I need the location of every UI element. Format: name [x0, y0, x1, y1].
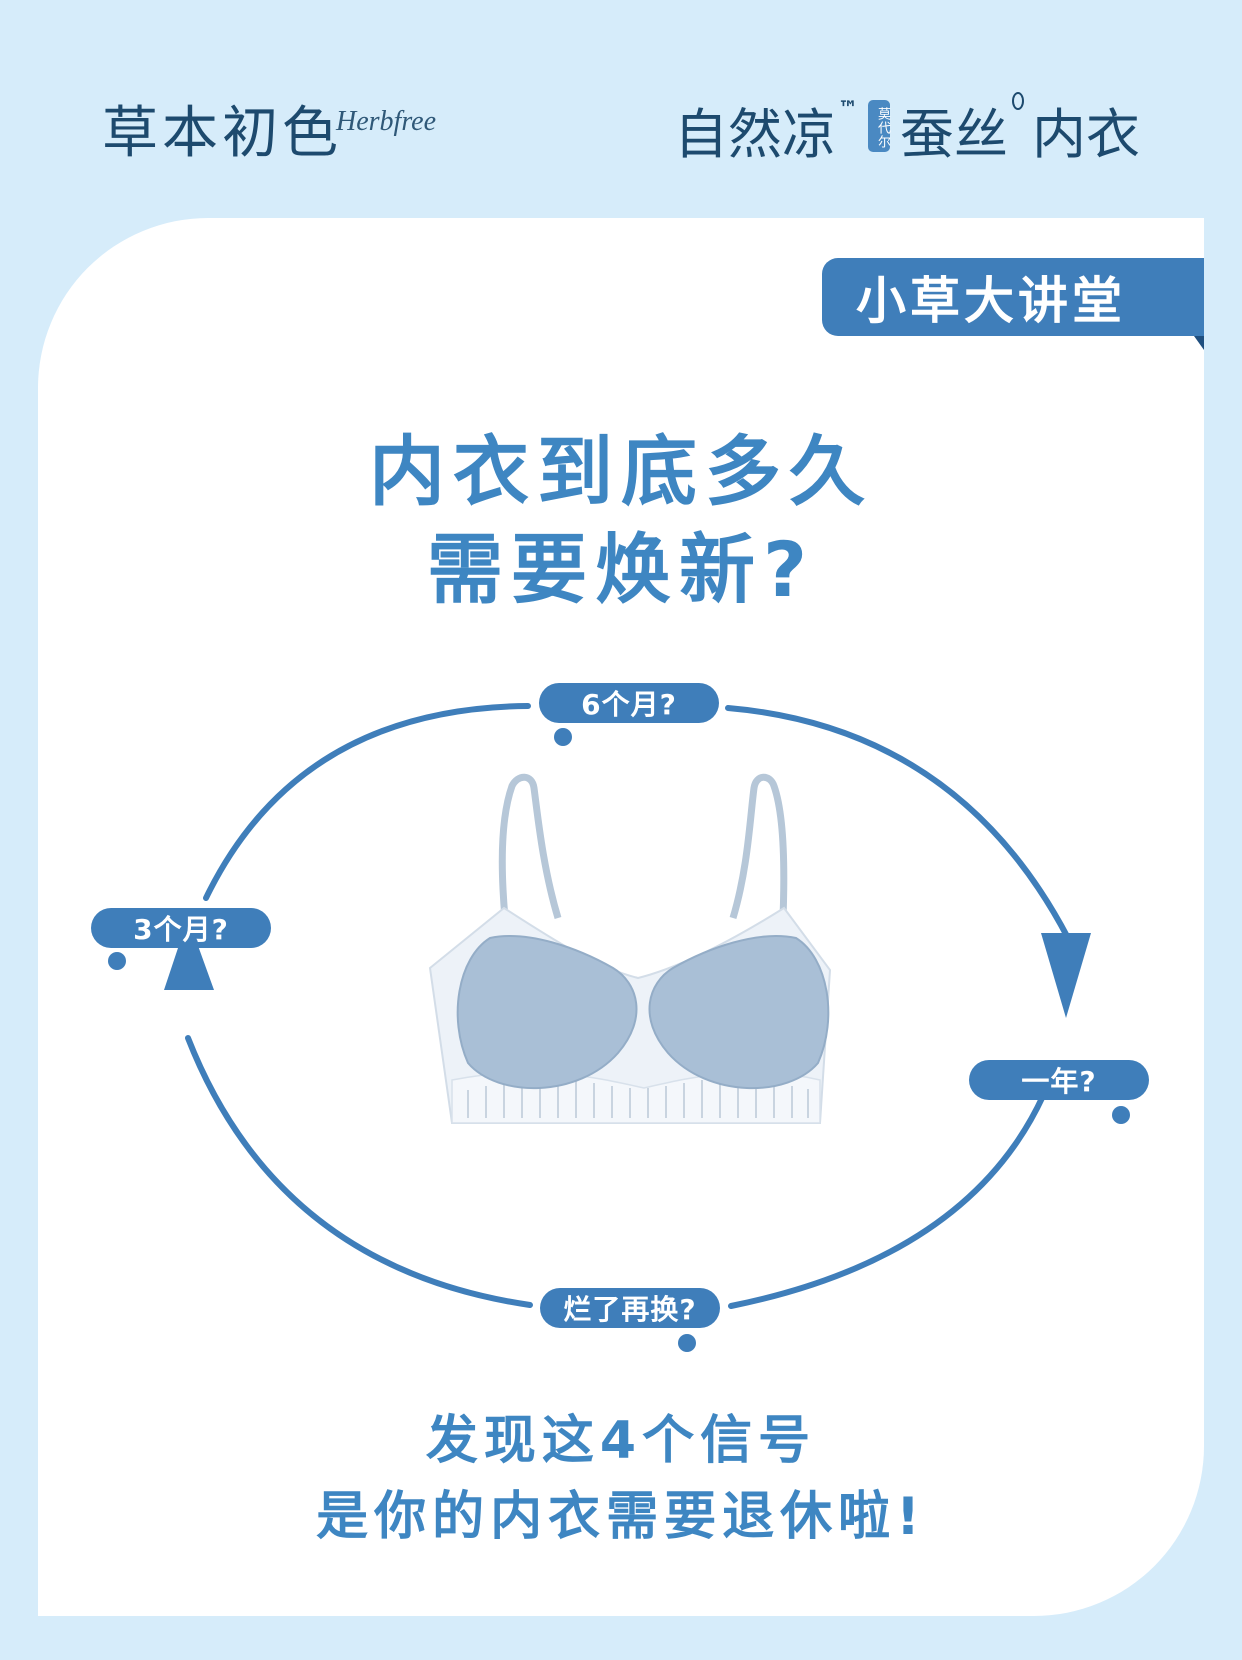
right-label-pill: 一年? — [969, 1060, 1149, 1100]
title-line2: 需要焕新? — [426, 525, 816, 614]
product-name: 自然凉 ™ 莫代尔 蚕丝 内衣 — [674, 90, 1140, 169]
cycle-arc-top-right — [725, 705, 1071, 941]
left-label-dot — [108, 952, 126, 970]
title-line1: 内衣到底多久 — [369, 427, 873, 516]
product-name-part3: 内衣 — [1032, 103, 1140, 166]
cycle-arc-bottom-right — [728, 1093, 1046, 1309]
top-label: 6个月? — [581, 688, 677, 721]
left-label: 3个月? — [133, 913, 229, 946]
left-label-pill: 3个月? — [91, 908, 271, 948]
cycle-arc-top-left — [203, 703, 531, 901]
bra-illustration — [428, 773, 832, 1124]
content-card: 小草大讲堂 内衣到底多久 需要焕新? — [38, 218, 1204, 1616]
top-label-dot — [554, 728, 572, 746]
cycle-arc-bottom-left — [185, 1035, 533, 1308]
cycle-arrow-right — [1041, 933, 1091, 1018]
header: 草本初色 Herbfree 自然凉 ™ 莫代尔 蚕丝 内衣 — [0, 0, 1242, 215]
bottom-label-pill: 烂了再换? — [540, 1288, 720, 1328]
footer-line1: 发现这4个信号 — [425, 1411, 817, 1471]
cycle-arrow-left — [164, 918, 214, 990]
product-name-part2: 蚕丝 — [900, 103, 1008, 166]
brand-name-en: Herbfree — [336, 106, 437, 137]
top-label-pill: 6个月? — [539, 683, 719, 723]
lecture-tag: 小草大讲堂 — [822, 258, 1204, 350]
footer-line2: 是你的内衣需要退休啦! — [316, 1487, 926, 1547]
modal-badge: 莫代尔 — [868, 100, 890, 152]
right-label-dot — [1112, 1106, 1130, 1124]
right-label: 一年? — [1021, 1065, 1097, 1098]
bottom-label: 烂了再换? — [563, 1293, 697, 1326]
product-name-part1: 自然凉 — [674, 103, 836, 166]
cycle-diagram — [164, 703, 1091, 1309]
brand-name-cn: 草本初色 — [102, 101, 342, 166]
silk-mark-icon — [1012, 92, 1024, 110]
trademark-symbol: ™ — [838, 96, 858, 120]
bottom-label-dot — [678, 1334, 696, 1352]
